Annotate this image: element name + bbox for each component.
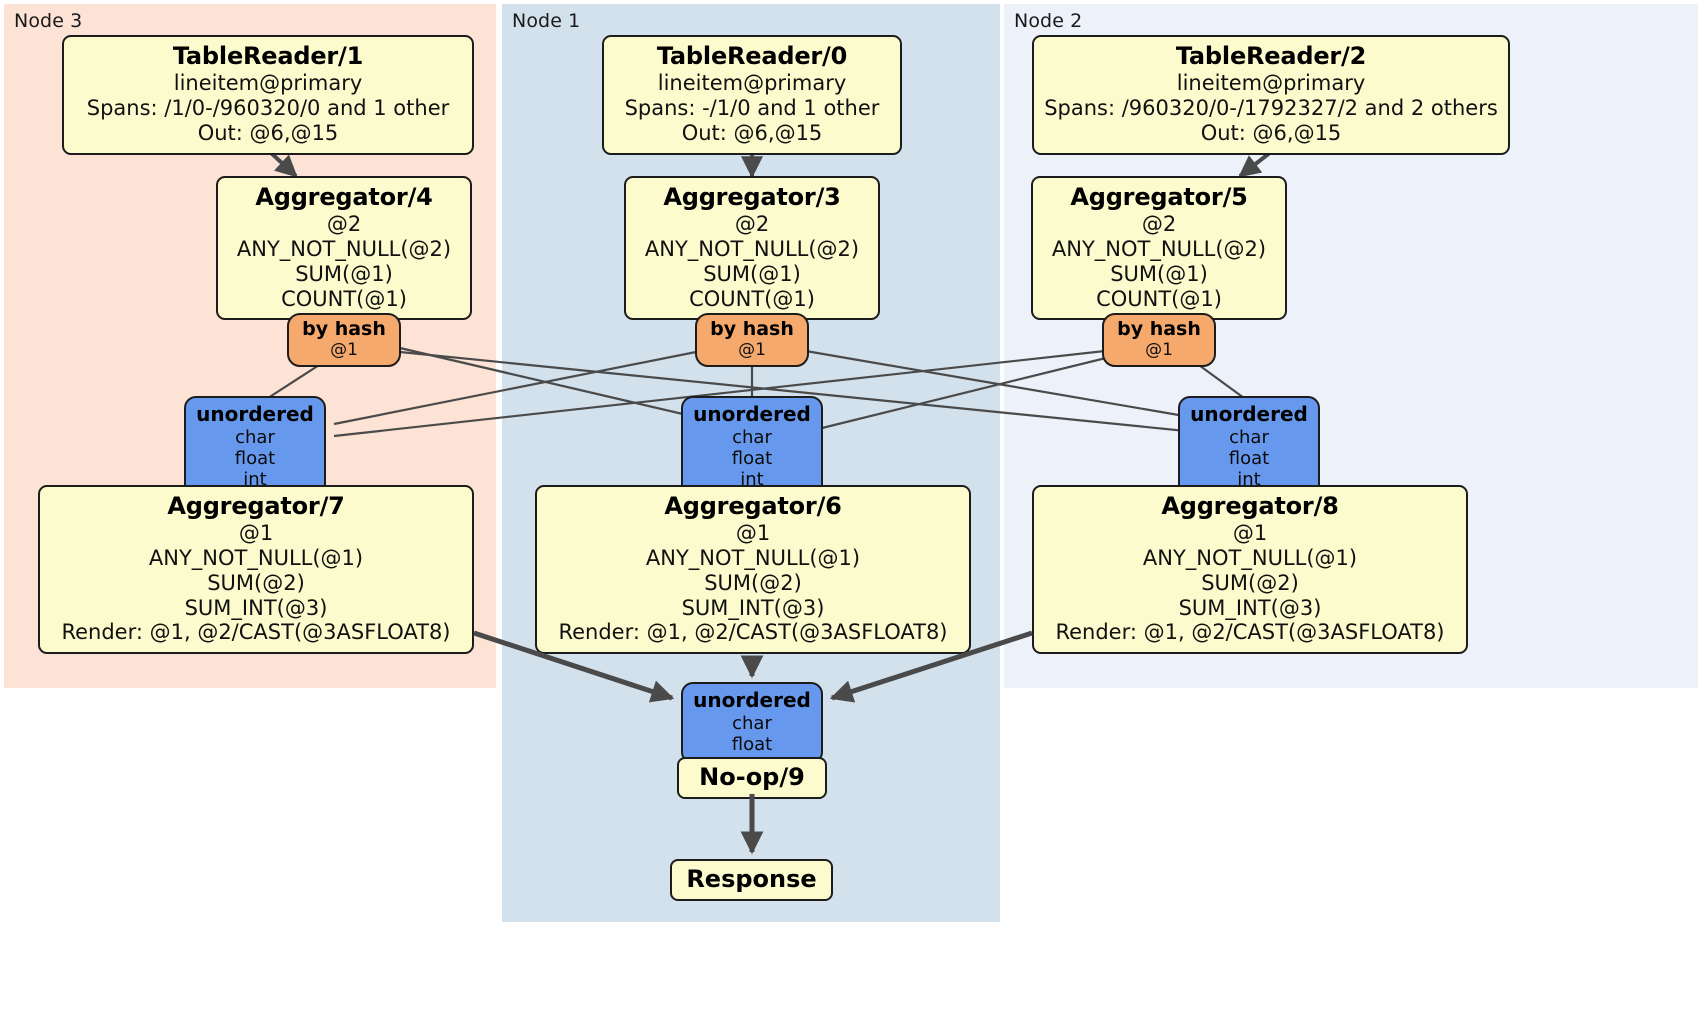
processor-func: SUM_INT(@3) bbox=[184, 595, 328, 620]
processor-group: @1 bbox=[735, 521, 771, 546]
node-panel-label-node1: Node 1 bbox=[512, 10, 581, 32]
processor-aggregator-5[interactable]: Aggregator/5 @2 ANY_NOT_NULL(@2) SUM(@1)… bbox=[1031, 176, 1287, 321]
receiver-type: char bbox=[732, 712, 772, 734]
processor-func: ANY_NOT_NULL(@1) bbox=[1142, 546, 1358, 571]
processor-group: @1 bbox=[1232, 521, 1268, 546]
processor-title: TableReader/2 bbox=[1175, 42, 1367, 70]
processor-func: ANY_NOT_NULL(@2) bbox=[236, 237, 452, 262]
processor-title: Aggregator/6 bbox=[664, 492, 842, 520]
router-column: @1 bbox=[738, 340, 766, 361]
processor-func: ANY_NOT_NULL(@2) bbox=[1051, 237, 1267, 262]
processor-table-reader-2[interactable]: TableReader/2 lineitem@primary Spans: /9… bbox=[1032, 35, 1510, 155]
processor-func: COUNT(@1) bbox=[1096, 286, 1222, 311]
router-column: @1 bbox=[330, 340, 358, 361]
processor-func: COUNT(@1) bbox=[281, 286, 407, 311]
router-title: by hash bbox=[710, 318, 794, 340]
processor-title: Aggregator/3 bbox=[663, 183, 841, 211]
processor-aggregator-3[interactable]: Aggregator/3 @2 ANY_NOT_NULL(@2) SUM(@1)… bbox=[624, 176, 880, 321]
processor-aggregator-4[interactable]: Aggregator/4 @2 ANY_NOT_NULL(@2) SUM(@1)… bbox=[216, 176, 472, 321]
receiver-unordered-7[interactable]: unordered char float int bbox=[184, 396, 326, 500]
receiver-type: char bbox=[235, 426, 275, 448]
processor-title: TableReader/0 bbox=[656, 42, 848, 70]
router-by-hash-5[interactable]: by hash @1 bbox=[1102, 313, 1216, 368]
processor-func: SUM(@1) bbox=[1110, 261, 1208, 286]
processor-response[interactable]: Response bbox=[670, 859, 833, 902]
processor-func: SUM(@1) bbox=[703, 261, 801, 286]
processor-title: Response bbox=[686, 865, 817, 893]
processor-title: No-op/9 bbox=[699, 763, 805, 791]
processor-render: Render: @1, @2/CAST(@3ASFLOAT8) bbox=[1055, 620, 1445, 645]
processor-group: @1 bbox=[238, 521, 274, 546]
processor-spans: Spans: /1/0-/960320/0 and 1 other bbox=[86, 96, 450, 121]
processor-spans: Spans: -/1/0 and 1 other bbox=[624, 96, 880, 121]
processor-render: Render: @1, @2/CAST(@3ASFLOAT8) bbox=[61, 620, 451, 645]
processor-no-op-9[interactable]: No-op/9 bbox=[677, 757, 827, 800]
receiver-title: unordered bbox=[1190, 402, 1308, 426]
processor-out: Out: @6,@15 bbox=[681, 120, 823, 145]
processor-spans: Spans: /960320/0-/1792327/2 and 2 others bbox=[1044, 96, 1498, 121]
receiver-unordered-6[interactable]: unordered char float int bbox=[681, 396, 823, 500]
processor-func: SUM(@1) bbox=[295, 261, 393, 286]
receiver-type: float bbox=[731, 447, 773, 469]
processor-func: COUNT(@1) bbox=[689, 286, 815, 311]
processor-aggregator-8[interactable]: Aggregator/8 @1 ANY_NOT_NULL(@1) SUM(@2)… bbox=[1032, 485, 1468, 655]
processor-func: SUM(@2) bbox=[704, 570, 802, 595]
processor-group: @2 bbox=[1141, 212, 1177, 237]
node-panel-label-node3: Node 3 bbox=[14, 10, 83, 32]
receiver-type: float bbox=[1228, 447, 1270, 469]
router-by-hash-4[interactable]: by hash @1 bbox=[287, 313, 401, 368]
processor-func: SUM_INT(@3) bbox=[681, 595, 825, 620]
receiver-type: char bbox=[1229, 426, 1269, 448]
processor-title: TableReader/1 bbox=[172, 42, 364, 70]
receiver-title: unordered bbox=[196, 402, 314, 426]
processor-table: lineitem@primary bbox=[657, 71, 847, 96]
router-title: by hash bbox=[302, 318, 386, 340]
processor-table: lineitem@primary bbox=[173, 71, 363, 96]
processor-func: SUM(@2) bbox=[207, 570, 305, 595]
processor-aggregator-6[interactable]: Aggregator/6 @1 ANY_NOT_NULL(@1) SUM(@2)… bbox=[535, 485, 971, 655]
processor-func: ANY_NOT_NULL(@2) bbox=[644, 237, 860, 262]
processor-group: @2 bbox=[734, 212, 770, 237]
processor-render: Render: @1, @2/CAST(@3ASFLOAT8) bbox=[558, 620, 948, 645]
processor-title: Aggregator/4 bbox=[255, 183, 433, 211]
router-title: by hash bbox=[1117, 318, 1201, 340]
receiver-type: char bbox=[732, 426, 772, 448]
processor-table-reader-1[interactable]: TableReader/1 lineitem@primary Spans: /1… bbox=[62, 35, 474, 155]
receiver-type: float bbox=[234, 447, 276, 469]
receiver-unordered-final[interactable]: unordered char float bbox=[681, 682, 823, 765]
receiver-title: unordered bbox=[693, 688, 811, 712]
processor-title: Aggregator/7 bbox=[167, 492, 345, 520]
processor-func: ANY_NOT_NULL(@1) bbox=[645, 546, 861, 571]
processor-func: SUM(@2) bbox=[1201, 570, 1299, 595]
router-by-hash-3[interactable]: by hash @1 bbox=[695, 313, 809, 368]
processor-title: Aggregator/8 bbox=[1161, 492, 1339, 520]
receiver-unordered-8[interactable]: unordered char float int bbox=[1178, 396, 1320, 500]
processor-title: Aggregator/5 bbox=[1070, 183, 1248, 211]
processor-aggregator-7[interactable]: Aggregator/7 @1 ANY_NOT_NULL(@1) SUM(@2)… bbox=[38, 485, 474, 655]
receiver-title: unordered bbox=[693, 402, 811, 426]
receiver-type: int bbox=[1237, 469, 1261, 491]
router-column: @1 bbox=[1145, 340, 1173, 361]
processor-group: @2 bbox=[326, 212, 362, 237]
processor-out: Out: @6,@15 bbox=[1200, 120, 1342, 145]
processor-func: ANY_NOT_NULL(@1) bbox=[148, 546, 364, 571]
processor-func: SUM_INT(@3) bbox=[1178, 595, 1322, 620]
receiver-type: int bbox=[740, 469, 764, 491]
receiver-type: int bbox=[243, 469, 267, 491]
receiver-type: float bbox=[731, 733, 773, 755]
processor-table: lineitem@primary bbox=[1176, 71, 1366, 96]
processor-table-reader-0[interactable]: TableReader/0 lineitem@primary Spans: -/… bbox=[602, 35, 902, 155]
node-panel-label-node2: Node 2 bbox=[1014, 10, 1083, 32]
processor-out: Out: @6,@15 bbox=[197, 120, 339, 145]
